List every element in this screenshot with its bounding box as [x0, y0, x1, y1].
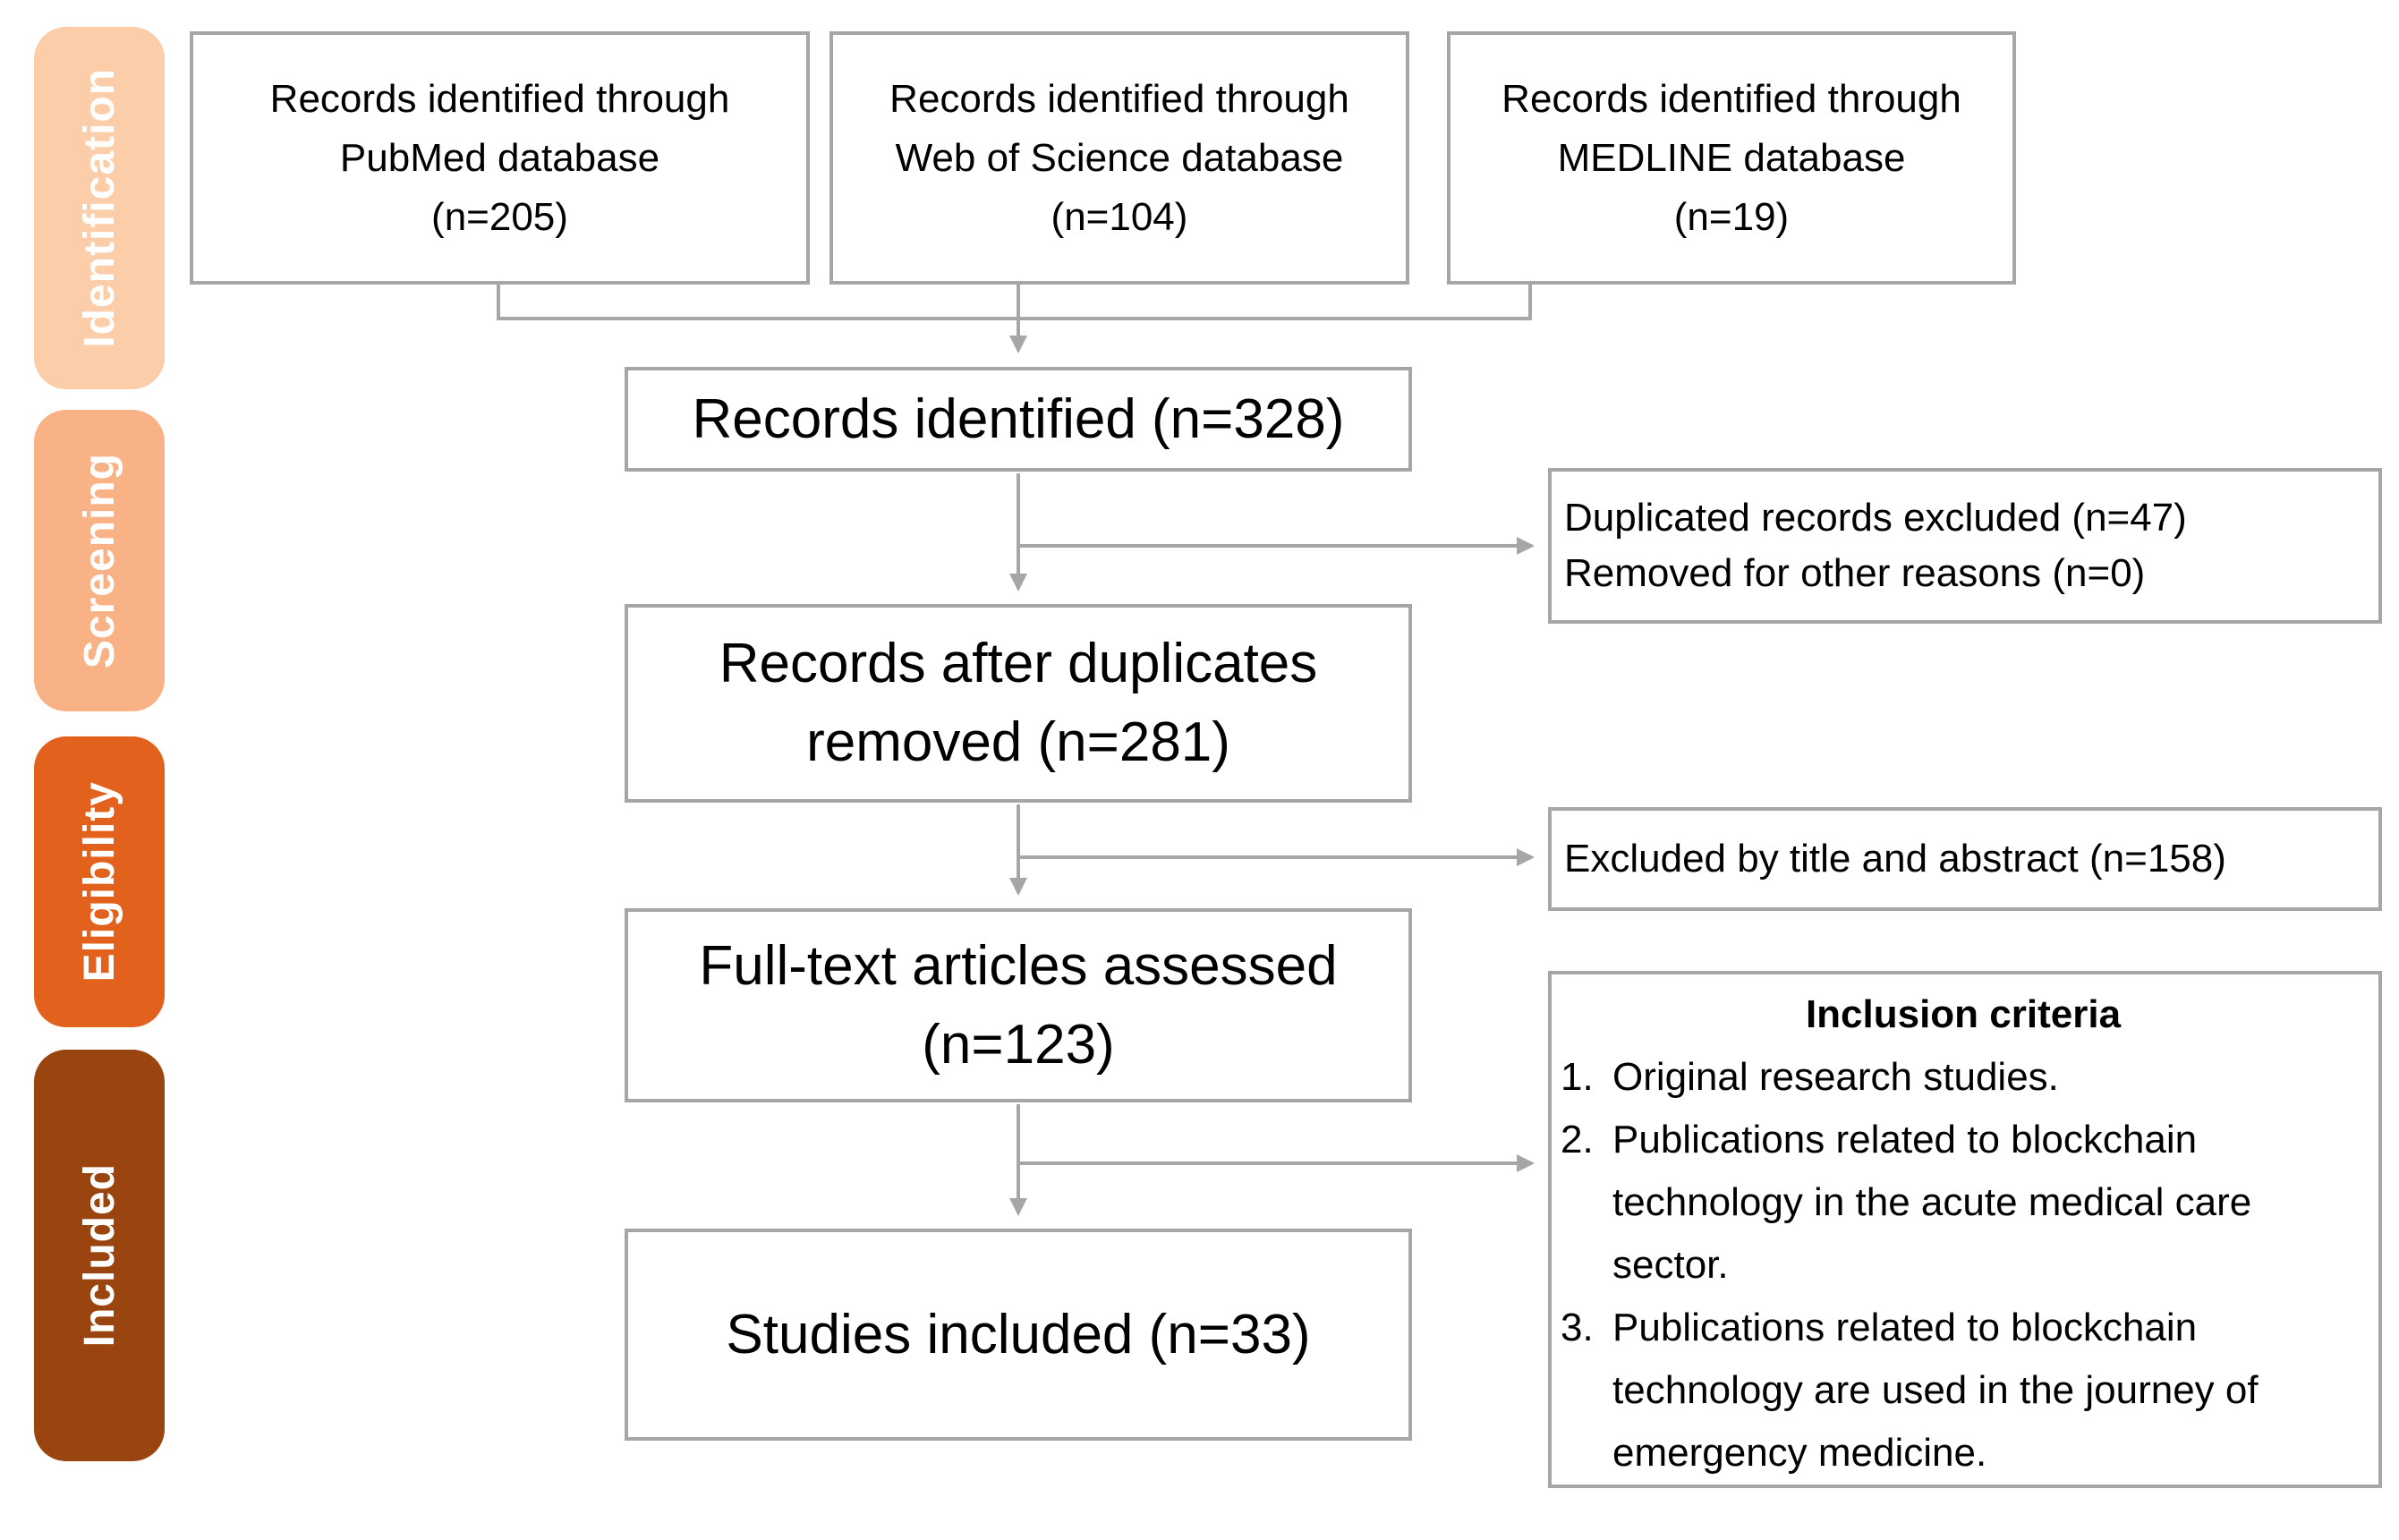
source-box-medline-text: Records identified through MEDLINE datab…: [1502, 76, 1961, 239]
source-box-web-of-science: Records identified through Web of Scienc…: [829, 31, 1409, 285]
note-box-duplicates-excluded: Duplicated records excluded (n=47) Remov…: [1548, 468, 2382, 624]
flow-box-after-duplicates: Records after duplicates removed (n=281): [625, 604, 1412, 803]
stage-label-eligibility: Eligibility: [75, 781, 123, 983]
stage-band-screening: Screening: [34, 410, 165, 711]
stage-band-included: Included: [34, 1050, 165, 1461]
inclusion-criteria-title: Inclusion criteria: [1805, 992, 2122, 1036]
inclusion-criteria-item-2: 2. Publications related to blockchain te…: [1561, 1109, 2366, 1297]
inclusion-criteria-item-3: 3. Publications related to blockchain te…: [1561, 1297, 2366, 1485]
inclusion-criteria-item-2-text: Publications related to blockchain techn…: [1612, 1118, 2252, 1287]
inclusion-criteria-item-3-text: Publications related to blockchain techn…: [1612, 1306, 2259, 1475]
note-box-inclusion-criteria: Inclusion criteria 1. Original research …: [1548, 971, 2382, 1488]
flow-box-studies-included: Studies included (n=33): [625, 1229, 1412, 1441]
inclusion-criteria-item-1-text: Original research studies.: [1612, 1055, 2059, 1099]
source-box-medline: Records identified through MEDLINE datab…: [1447, 31, 2016, 285]
stage-band-eligibility: Eligibility: [34, 736, 165, 1027]
note-box-duplicates-excluded-text: Duplicated records excluded (n=47) Remov…: [1564, 496, 2187, 595]
flow-box-records-identified: Records identified (n=328): [625, 367, 1412, 472]
source-box-web-of-science-text: Records identified through Web of Scienc…: [889, 76, 1349, 239]
flow-box-full-text-assessed-text: Full-text articles assessed (n=123): [699, 934, 1338, 1076]
stage-label-screening: Screening: [75, 452, 123, 669]
inclusion-criteria-item-2-number: 2.: [1561, 1118, 1594, 1161]
source-box-pubmed: Records identified through PubMed databa…: [190, 31, 810, 285]
inclusion-criteria-item-1-number: 1.: [1561, 1055, 1594, 1099]
flow-box-studies-included-text: Studies included (n=33): [726, 1303, 1311, 1366]
flow-box-records-identified-text: Records identified (n=328): [692, 387, 1345, 450]
stage-label-identification: Identification: [75, 68, 123, 348]
stage-label-included: Included: [75, 1163, 123, 1348]
source-box-pubmed-text: Records identified through PubMed databa…: [269, 76, 730, 239]
flow-box-after-duplicates-text: Records after duplicates removed (n=281): [719, 633, 1318, 773]
stage-band-identification: Identification: [34, 27, 165, 389]
flow-box-full-text-assessed: Full-text articles assessed (n=123): [625, 908, 1412, 1102]
inclusion-criteria-item-1: 1. Original research studies.: [1561, 1046, 2366, 1109]
inclusion-criteria-item-3-number: 3.: [1561, 1306, 1594, 1349]
note-box-excluded-title-abstract: Excluded by title and abstract (n=158): [1548, 807, 2382, 911]
note-box-excluded-title-abstract-text: Excluded by title and abstract (n=158): [1564, 837, 2226, 881]
